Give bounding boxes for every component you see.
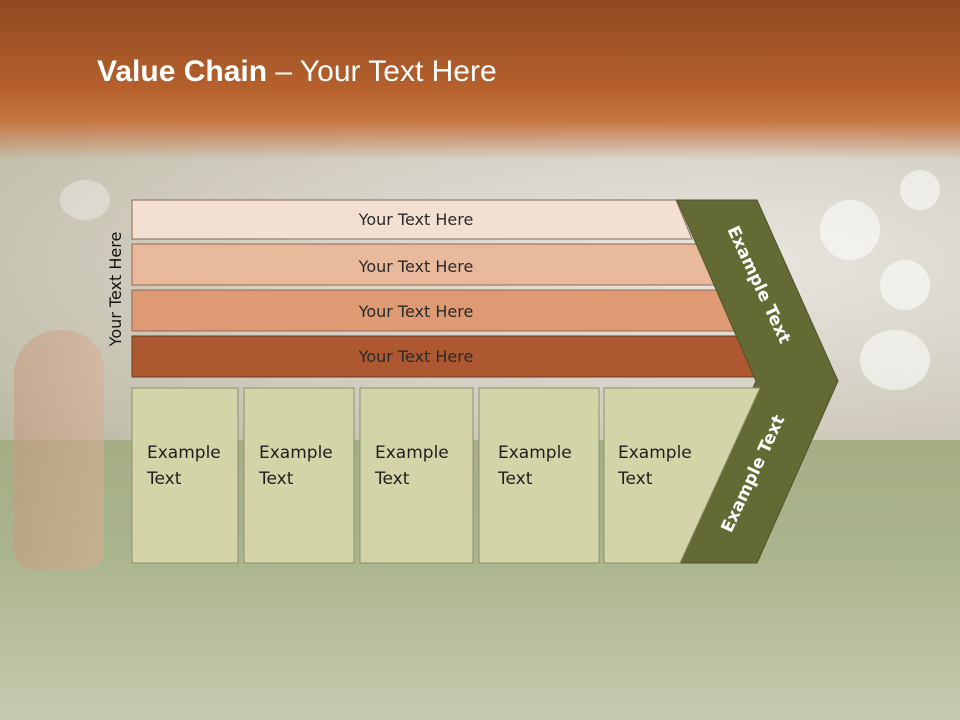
reflection-box-4-line1: Example bbox=[498, 664, 572, 684]
support-bars: Your Text Here Your Text Here Your Text … bbox=[131, 199, 763, 378]
box-5-line2: Text bbox=[617, 469, 653, 489]
box-3-line1: Example bbox=[375, 443, 449, 463]
box-2-line1: Example bbox=[259, 443, 333, 463]
reflection: Example Text Example Text Example Text E… bbox=[132, 564, 827, 720]
box-1-line1: Example bbox=[147, 443, 221, 463]
reflection-box-5-line1: Example bbox=[618, 664, 692, 684]
reflection-box-3-line2: Text bbox=[374, 638, 410, 658]
reflection-box-1-line1: Example bbox=[147, 664, 221, 684]
box-2 bbox=[243, 387, 355, 564]
page-title: Value Chain – Your Text Here bbox=[97, 55, 497, 88]
bar-3-label: Your Text Here bbox=[358, 302, 474, 321]
box-1 bbox=[131, 387, 239, 564]
bar-1 bbox=[131, 199, 693, 240]
box-2-line2: Text bbox=[258, 469, 294, 489]
box-5-line1: Example bbox=[618, 443, 692, 463]
bar-2-label: Your Text Here bbox=[358, 257, 474, 276]
box-4 bbox=[478, 387, 600, 564]
box-4-line1: Example bbox=[498, 443, 572, 463]
reflection-box-4-line2: Text bbox=[497, 638, 533, 658]
bar-4-label: Your Text Here bbox=[358, 347, 474, 366]
reflection-box-1-line2: Text bbox=[146, 638, 182, 658]
box-4-line2: Text bbox=[497, 469, 533, 489]
box-3 bbox=[359, 387, 474, 564]
reflection-box-2-line2: Text bbox=[258, 638, 294, 658]
box-5 bbox=[603, 387, 761, 564]
reflection-box-3-line1: Example bbox=[375, 664, 449, 684]
bar-1-label: Your Text Here bbox=[358, 210, 474, 229]
reflection-box-5-line2: Text bbox=[617, 638, 653, 658]
box-3-line2: Text bbox=[374, 469, 410, 489]
primary-boxes: Example Text Example Text Example Text E… bbox=[131, 387, 761, 564]
box-1-line2: Text bbox=[146, 469, 182, 489]
reflection-box-2-line1: Example bbox=[259, 664, 333, 684]
